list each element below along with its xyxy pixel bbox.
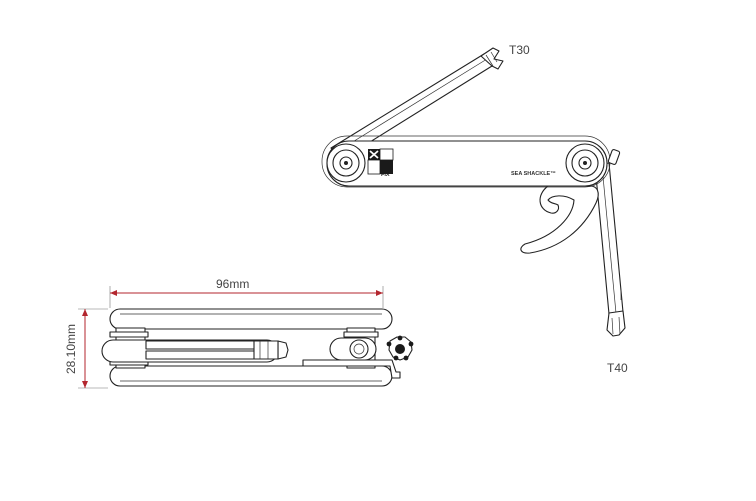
bottom-side-plate: [109, 365, 393, 387]
top-side-plate: [109, 308, 393, 330]
shackle-key-hook: [520, 185, 599, 254]
folded-torx-tip: [277, 340, 289, 360]
brand-fix-label: FIX: [381, 172, 390, 178]
x-fix-logo-icon: [367, 148, 394, 175]
folded-shackle-key: [302, 359, 401, 379]
product-name-label: SEA SHACKLE™: [511, 171, 556, 177]
right-pivot-bolt: [565, 143, 605, 183]
left-pivot-bolt: [326, 143, 366, 183]
t40-torx-arm: [594, 162, 626, 337]
height-dimension-label: 28.10mm: [64, 324, 78, 374]
length-dimension-label: 96mm: [216, 277, 249, 291]
hex-bolt-icon: [386, 335, 414, 361]
t40-label: T40: [607, 361, 628, 375]
t40-torx-bit: [606, 310, 626, 337]
unfolded-tool-view: FIX SEA SHACKLE™: [321, 47, 626, 337]
side-clip: [607, 149, 621, 165]
t30-label: T30: [509, 43, 530, 57]
t30-torx-bit: [480, 47, 504, 70]
height-dimension: [78, 308, 108, 389]
folded-tool-side-view: [101, 308, 414, 387]
length-dimension: [109, 286, 384, 308]
